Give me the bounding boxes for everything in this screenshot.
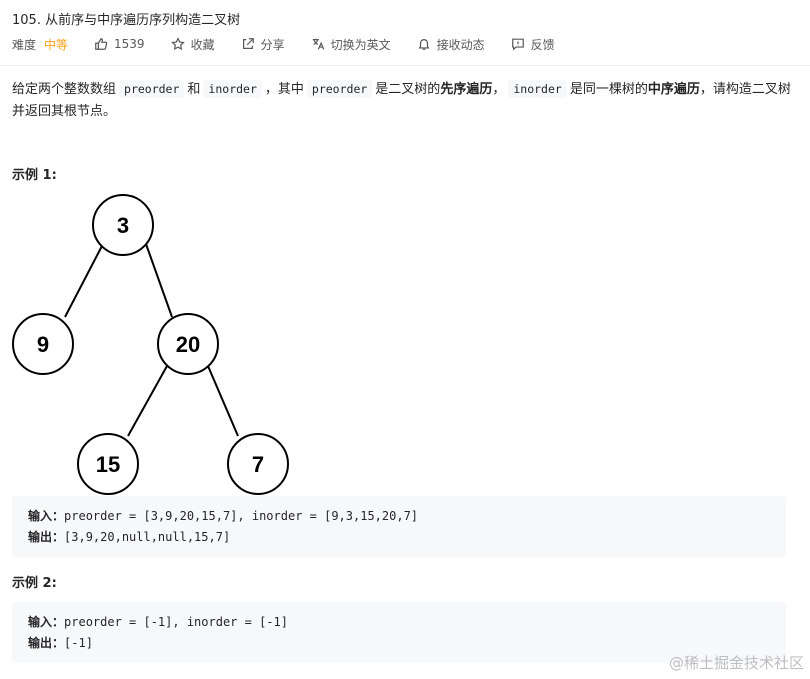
binary-tree-diagram: 3 9 20 15 7	[12, 194, 289, 495]
tree-node-label: 20	[176, 332, 200, 357]
example-1-input-line: 输入：preorder = [3,9,20,15,7], inorder = […	[28, 507, 418, 524]
desc-text: ，其中	[264, 82, 304, 97]
tree-node-label: 3	[117, 213, 129, 238]
tree-node-circle	[77, 433, 139, 495]
share-icon	[242, 38, 254, 49]
desc-text: ，请构造二叉树并返回其根节点。	[12, 82, 791, 119]
tree-node-circle	[157, 313, 219, 375]
feedback-label: 反馈	[530, 37, 555, 52]
tree-node-circle	[12, 313, 74, 375]
bell-icon	[418, 39, 430, 50]
difficulty-value: 中等	[44, 37, 69, 52]
output-label: 输出：	[28, 530, 65, 544]
difficulty-label: 难度	[12, 37, 37, 52]
example-1-output: [3,9,20,null,null,15,7]	[64, 530, 231, 544]
share-label: 分享	[260, 37, 285, 52]
desc-bold-inorder: 中序遍历	[647, 82, 700, 97]
input-label: 输入：	[28, 509, 65, 523]
switch-language-label: 切换为英文	[330, 37, 391, 52]
desc-text: 和	[187, 82, 201, 97]
example-2-title: 示例 2:	[12, 576, 57, 591]
desc-text: ，	[492, 82, 506, 97]
desc-text: 给定两个整数数组	[12, 82, 117, 97]
like-count: 1539	[114, 37, 145, 51]
example-1-code-block: 输入：preorder = [3,9,20,15,7], inorder = […	[12, 496, 786, 557]
tree-edges	[64, 243, 239, 437]
example-2-output-line: 输出：[-1]	[28, 634, 93, 651]
desc-bold-preorder: 先序遍历	[440, 82, 493, 97]
problem-meta-bar: 难度 中等 1539 收藏 分享 切换为英文 接收动态 反馈	[12, 35, 581, 53]
inline-code-preorder: preorder	[119, 80, 185, 98]
input-label: 输入：	[28, 615, 65, 629]
tree-edge	[64, 243, 104, 318]
example-1-input: preorder = [3,9,20,15,7], inorder = [9,3…	[64, 509, 419, 523]
inline-code-inorder: inorder	[508, 80, 567, 98]
tree-node-label: 15	[96, 452, 120, 477]
watermark: @稀土掘金技术社区	[668, 654, 804, 672]
output-label: 输出：	[28, 636, 65, 650]
thumbs-up-icon	[95, 38, 108, 50]
star-icon	[170, 37, 185, 51]
tree-node-circle	[92, 194, 154, 256]
inline-code-preorder: preorder	[306, 80, 373, 98]
switch-language-button[interactable]: 切换为英文	[311, 36, 391, 53]
feedback-button[interactable]: 反馈	[511, 36, 555, 53]
example-1-title: 示例 1:	[12, 168, 57, 183]
header-divider	[0, 65, 810, 66]
example-2-code-block: 输入：preorder = [-1], inorder = [-1] 输出：[-…	[12, 602, 786, 663]
share-button[interactable]: 分享	[241, 36, 285, 53]
tree-edge	[145, 243, 173, 318]
example-2-output: [-1]	[64, 636, 93, 650]
translate-icon	[312, 38, 324, 50]
inline-code-inorder: inorder	[203, 80, 262, 98]
feedback-icon	[511, 38, 524, 51]
favorite-button[interactable]: 收藏	[170, 36, 215, 53]
problem-title: 105. 从前序与中序遍历序列构造二叉树	[12, 13, 241, 28]
tree-node-label: 7	[252, 452, 264, 477]
notify-label: 接收动态	[436, 37, 485, 52]
notify-button[interactable]: 接收动态	[417, 36, 485, 53]
example-2-input: preorder = [-1], inorder = [-1]	[64, 615, 288, 629]
desc-text: 是二叉树的	[375, 82, 441, 97]
example-2-input-line: 输入：preorder = [-1], inorder = [-1]	[28, 613, 288, 630]
favorite-label: 收藏	[190, 37, 215, 52]
desc-text: 是同一棵树的	[569, 82, 648, 97]
tree-edge	[127, 365, 168, 437]
tree-node-circle	[227, 433, 289, 495]
like-button[interactable]: 1539	[94, 37, 145, 51]
tree-node-label: 9	[37, 332, 49, 357]
tree-edge	[207, 365, 239, 437]
example-1-output-line: 输出：[3,9,20,null,null,15,7]	[28, 528, 230, 545]
